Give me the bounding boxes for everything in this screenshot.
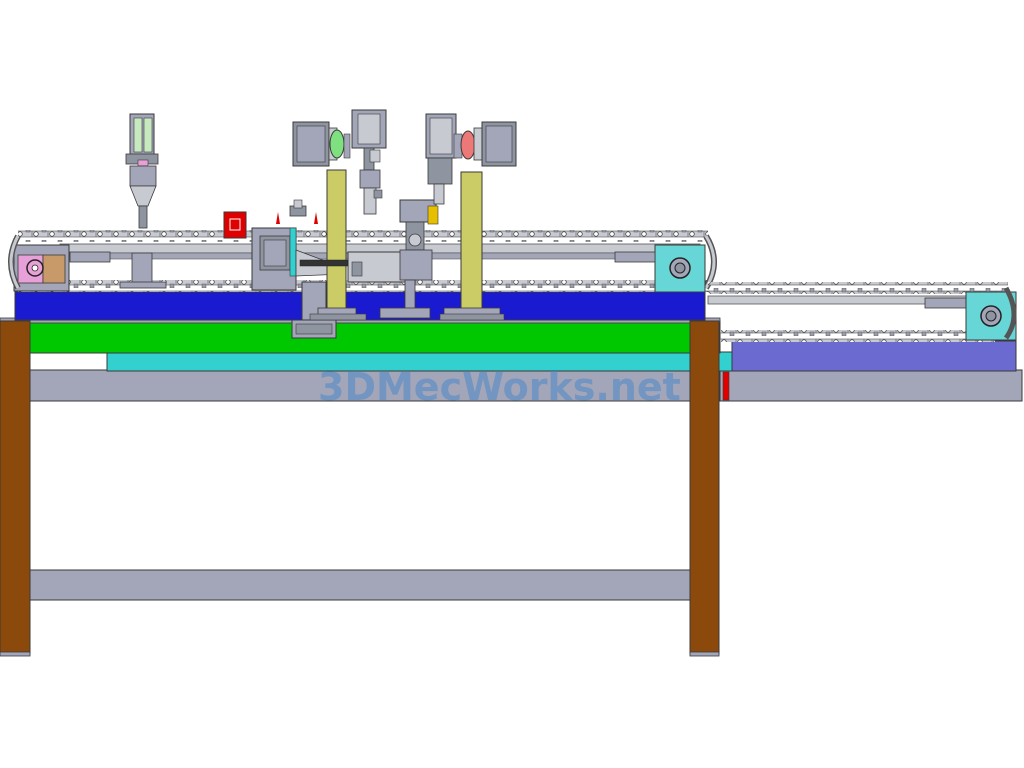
support-columns <box>309 169 505 321</box>
red-sensor-box <box>223 211 247 239</box>
watermark-text: 3DMecWorks.net <box>318 365 681 409</box>
vertical-actuator-left <box>351 109 387 215</box>
chain-bottom-strand <box>18 280 708 292</box>
cylinder-left <box>119 113 167 289</box>
red-marker <box>722 371 730 401</box>
extension-beam <box>719 369 1023 402</box>
cylinder-post <box>131 252 153 284</box>
gear-right-icon <box>460 130 476 160</box>
table-legs <box>0 320 720 657</box>
chain-top-strand <box>18 230 708 242</box>
work-station-center <box>299 199 439 319</box>
machine-table <box>0 317 1023 601</box>
table-top <box>29 320 721 354</box>
ext-chain-bottom <box>720 330 995 342</box>
leg-left <box>0 320 31 655</box>
chain-conveyor-extension <box>707 282 1017 342</box>
leg-right <box>689 320 720 655</box>
gear-left-icon <box>329 129 345 159</box>
extension-base <box>731 340 1017 372</box>
column-right <box>460 171 483 311</box>
lower-stretcher <box>29 569 691 601</box>
vertical-actuator-right <box>425 113 457 205</box>
column-left <box>326 169 347 311</box>
ext-chain-top <box>708 282 1008 294</box>
upper-beam <box>29 369 691 402</box>
servo-motor-right <box>453 121 517 167</box>
servo-motor-left <box>292 121 351 167</box>
